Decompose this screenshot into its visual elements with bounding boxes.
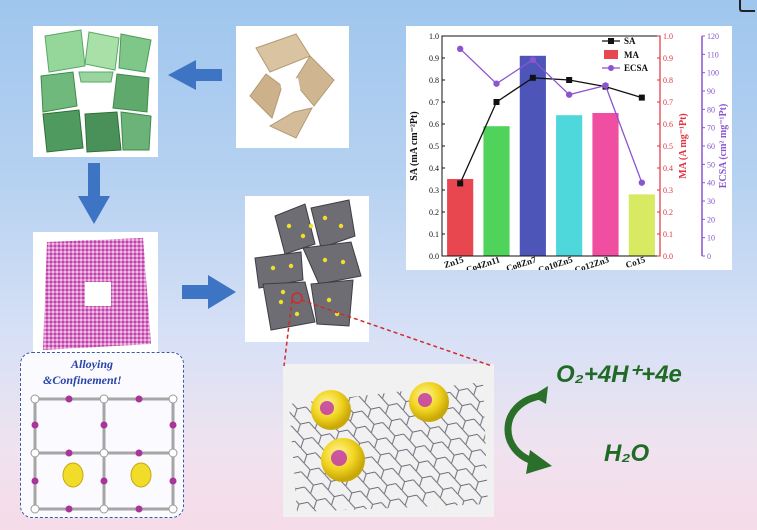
reaction-reactant-label: O₂+4H⁺+4e <box>556 361 682 388</box>
x-category-label: Co10Zn5 <box>537 254 574 270</box>
y-axis-label-right: MA (A mg⁻¹Pt) <box>678 113 689 178</box>
right-tick-label: 1.0 <box>663 32 673 41</box>
alloying-lattice-image <box>30 394 178 514</box>
right-tick-label: 0.2 <box>663 208 673 217</box>
sa-point <box>457 180 464 187</box>
right2-tick-label: 60 <box>707 142 715 151</box>
sa-point <box>566 77 573 83</box>
arrow-down-icon <box>78 163 110 224</box>
left-tick-label: 0.1 <box>429 230 439 239</box>
right-tick-label: 0.1 <box>663 230 673 239</box>
left-tick-label: 0.3 <box>429 186 439 195</box>
ecsa-point <box>493 80 500 87</box>
y-axis-label-right2: ECSA (cm² mg⁻¹Pt) <box>718 104 729 189</box>
beige-framework-image <box>249 33 335 139</box>
x-category-label: Zn15 <box>443 254 466 270</box>
legend-ma-label: MA <box>624 50 639 60</box>
ma-bar <box>628 194 655 256</box>
ecsa-point <box>529 56 537 64</box>
left-tick-label: 0.5 <box>429 142 439 151</box>
right2-tick-label: 10 <box>707 234 715 243</box>
activity-chart: 0.0 0.1 0.2 0.3 0.4 0.5 0.6 0.7 0.8 0.9 1.0 0.0 0.1 0… <box>409 32 729 275</box>
ma-bar <box>483 126 510 256</box>
legend-ecsa-label: ECSA <box>624 63 649 73</box>
nanosheet-panel <box>245 196 369 342</box>
green-framework-image <box>40 29 152 153</box>
left-tick-label: 0.7 <box>429 98 439 107</box>
right-tick-label: 0.5 <box>663 142 673 151</box>
ma-bar <box>447 179 474 256</box>
sa-point <box>493 99 500 105</box>
alloying-label-line2: &Confinement! <box>43 373 122 387</box>
sa-point <box>529 74 536 81</box>
right2-tick-label: 40 <box>707 179 715 188</box>
arrow-right-icon <box>182 275 236 309</box>
right-tick-label: 0.3 <box>663 186 673 195</box>
green-framework-panel <box>33 26 158 157</box>
magenta-framework-panel <box>33 232 158 356</box>
right2-tick-label: 20 <box>707 215 715 224</box>
right2-tick-label: 110 <box>707 50 719 59</box>
right2-tick-label: 70 <box>707 124 715 133</box>
beige-framework-panel <box>236 26 349 148</box>
ma-bar <box>592 113 619 256</box>
activity-chart-panel: 0.0 0.1 0.2 0.3 0.4 0.5 0.6 0.7 0.8 0.9 1.0 0.0 0.1 0… <box>406 26 732 275</box>
right-tick-label: 0.7 <box>663 98 673 107</box>
graphene-nanoparticle-panel <box>283 364 494 517</box>
right-tick-label: 0.8 <box>663 76 673 85</box>
legend-sa-label: SA <box>624 36 636 46</box>
ma-bar <box>556 115 583 256</box>
right-tick-label: 0.0 <box>663 252 673 261</box>
ecsa-point <box>565 91 573 98</box>
arrow-left-icon <box>168 60 222 90</box>
left-tick-label: 0.6 <box>429 120 439 129</box>
right2-tick-label: 50 <box>707 160 715 169</box>
right-tick-label: 0.4 <box>663 164 673 173</box>
left-tick-label: 1.0 <box>429 32 439 41</box>
x-category-label: Co8Zn7 <box>505 254 538 270</box>
right2-tick-label: 0 <box>707 252 711 261</box>
left-tick-label: 0.8 <box>429 76 439 85</box>
left-tick-label: 0.0 <box>429 252 439 261</box>
right2-tick-label: 30 <box>707 197 715 206</box>
corner-bracket <box>739 0 755 12</box>
reaction-product-label: H₂O <box>604 440 650 467</box>
ma-bar <box>519 55 546 256</box>
right2-tick-label: 120 <box>707 32 719 41</box>
y-axis-label-left: SA (mA cm⁻²Pt) <box>409 111 420 180</box>
ecsa-point <box>638 179 646 186</box>
right-tick-label: 0.9 <box>663 54 673 63</box>
magenta-framework-image <box>43 238 151 350</box>
x-category-label: Co15 <box>624 254 647 270</box>
left-tick-label: 0.2 <box>429 208 439 217</box>
left-tick-label: 0.4 <box>429 164 439 173</box>
ecsa-point <box>456 45 464 53</box>
left-tick-label: 0.9 <box>429 54 439 63</box>
sa-series-line <box>459 77 643 184</box>
right2-tick-label: 100 <box>707 69 719 78</box>
graphene-nanoparticle-image <box>289 382 488 512</box>
ecsa-series-line <box>459 48 643 183</box>
x-category-label: Co4Zn11 <box>465 254 502 270</box>
sa-point <box>638 94 645 101</box>
nanosheet-image <box>254 199 362 331</box>
alloying-confinement-panel: Alloying &Confinement! <box>20 352 184 518</box>
right-tick-label: 0.6 <box>663 120 673 129</box>
alloying-label-line1: Alloying <box>71 357 114 371</box>
right2-tick-label: 80 <box>707 105 715 114</box>
ecsa-point <box>602 82 609 89</box>
right2-tick-label: 90 <box>707 87 715 96</box>
legend-sa-marker <box>608 38 614 44</box>
reaction-arrow-icon <box>504 392 541 466</box>
legend-ma-swatch <box>604 50 618 59</box>
x-category-label: Co12Zn3 <box>573 254 610 270</box>
legend-ecsa-marker <box>608 65 614 71</box>
